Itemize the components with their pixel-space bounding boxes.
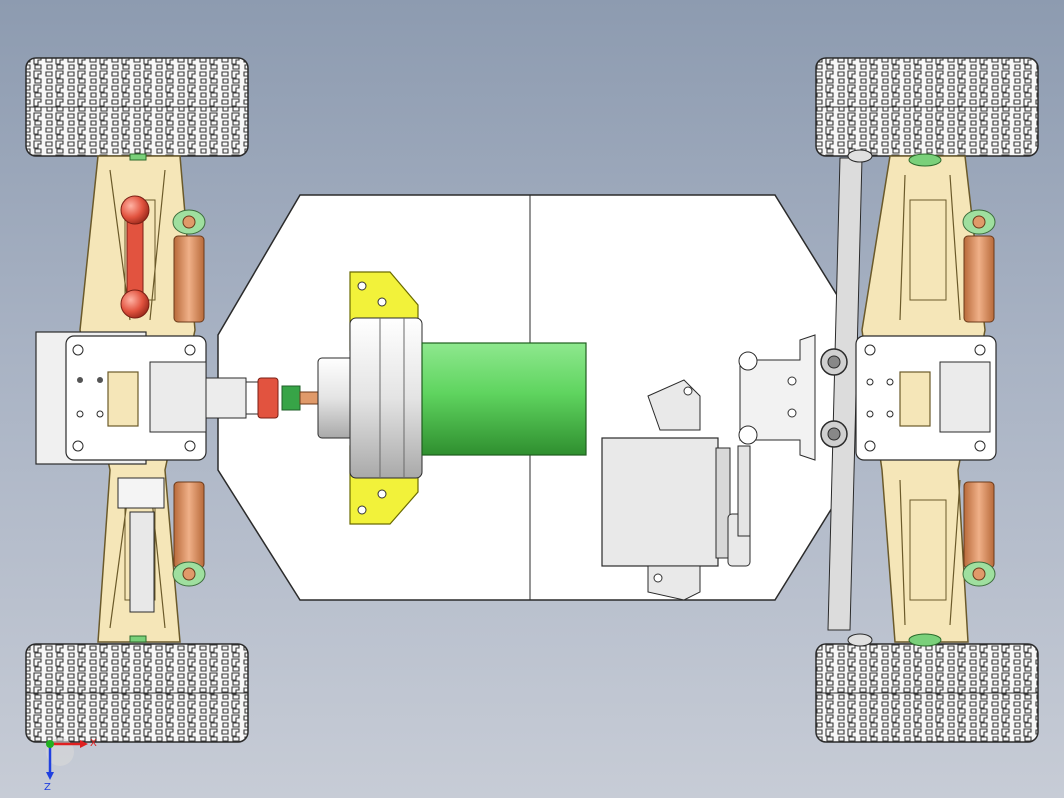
right-suspension xyxy=(847,149,997,647)
z-axis-label: Z xyxy=(44,782,51,792)
x-axis-arrowhead xyxy=(80,740,88,748)
y-axis-dot xyxy=(46,740,54,748)
steering-linkage xyxy=(737,157,863,631)
motor xyxy=(317,317,587,479)
left-suspension xyxy=(35,155,207,643)
tire-front-right xyxy=(815,57,1039,157)
z-axis-arrowhead xyxy=(46,772,54,780)
left-hub-rings xyxy=(129,153,147,643)
right-rear-shock xyxy=(962,481,996,587)
left-front-shock xyxy=(172,209,206,323)
left-steering-link xyxy=(120,195,150,319)
tire-rear-left xyxy=(25,643,249,743)
left-rear-shock xyxy=(172,481,206,587)
tire-front-left xyxy=(25,57,249,157)
drive-shaft xyxy=(205,377,321,419)
servo xyxy=(601,379,751,601)
right-front-shock xyxy=(962,209,996,323)
x-axis-label: X xyxy=(90,738,97,749)
tire-rear-right xyxy=(815,643,1039,743)
coordinate-triad: X Z xyxy=(44,738,97,792)
